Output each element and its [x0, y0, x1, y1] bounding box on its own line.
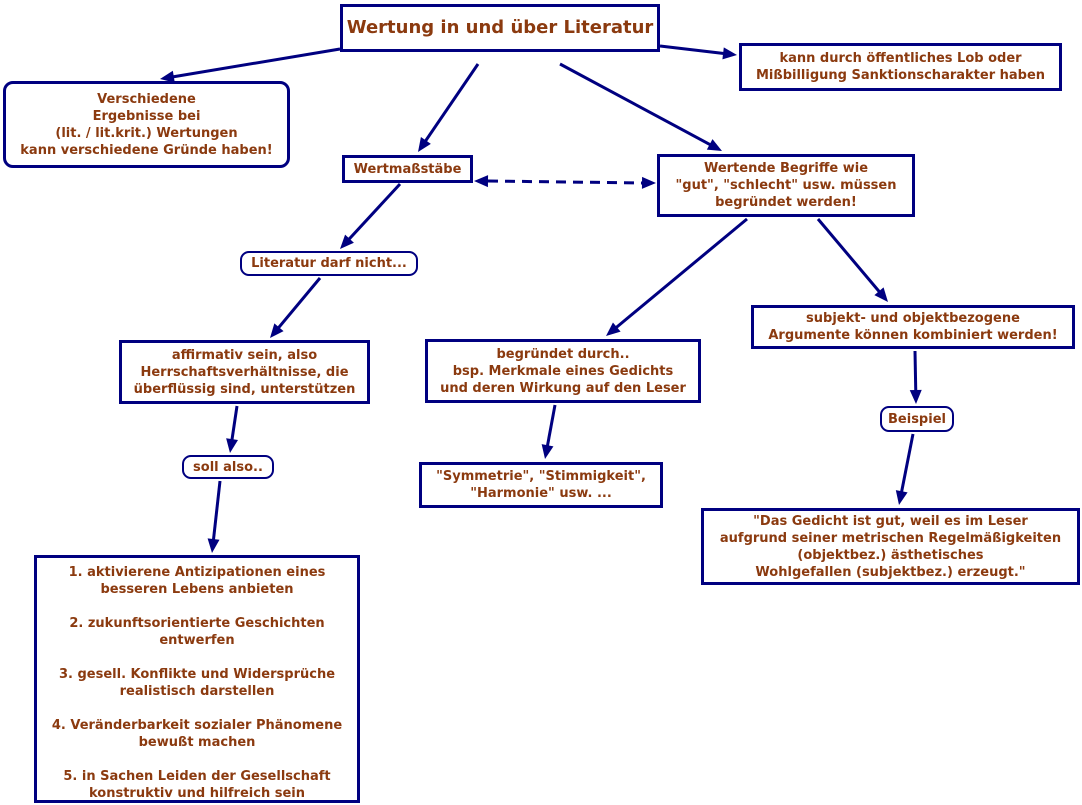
edge-wertmass-darfnicht-arrowhead	[340, 234, 354, 249]
edge-title-wertmass-arrowhead	[418, 137, 431, 152]
node-line: 5. in Sachen Leiden der Gesellschaft	[63, 769, 331, 784]
gedicht-beispiel-node: "Das Gedicht ist gut, weil es im Leser a…	[701, 508, 1080, 585]
node-line: konstruktiv und hilfreich sein	[88, 786, 305, 801]
title-node: Wertung in und über Literatur	[340, 4, 660, 52]
edge-affirm-sollalso-arrowhead	[226, 438, 238, 453]
node-line: "Das Gedicht ist gut, weil es im Leser	[753, 513, 1028, 529]
edge-begruendet-symm-arrowhead	[541, 444, 554, 459]
darf-nicht-node: Literatur darf nicht...	[240, 251, 418, 276]
edge-beispiel-gedicht	[899, 433, 915, 496]
node-line: Argumente können kombiniert werden!	[768, 328, 1058, 343]
list-item: 1. aktivierene Antizipationen eines bess…	[69, 564, 326, 598]
node-line: realistisch darstellen	[119, 684, 275, 699]
list-item: 4. Veränderbarkeit sozialer Phänomene be…	[52, 717, 342, 751]
node-line: subjekt- und objektbezogene	[806, 311, 1020, 326]
edge-title-wertmass	[422, 63, 480, 145]
node-line: Wertmaßstäbe	[353, 161, 462, 177]
node-line: affirmativ sein, also	[171, 347, 318, 363]
node-line: 4. Veränderbarkeit sozialer Phänomene	[51, 718, 343, 733]
edge-wertmass-wertende-dashed	[487, 179, 645, 185]
list-item: 2. zukunftsorientierte Geschichten entwe…	[69, 615, 324, 649]
edge-wertmass-wertende-arrowhead-right	[641, 176, 656, 189]
anforderungen-list-node: 1. aktivierene Antizipationen eines bess…	[34, 555, 360, 803]
edge-sollalso-liste-arrowhead	[207, 538, 220, 553]
edge-affirm-sollalso	[229, 405, 239, 444]
edge-title-ergebnisse-arrowhead	[160, 70, 175, 83]
node-line: aufgrund seiner metrischen Regelmäßigkei…	[719, 530, 1062, 546]
node-line: Mißbilligung Sanktionscharakter haben	[755, 68, 1046, 83]
node-line: überflüssig sind, unterstützen	[133, 381, 356, 397]
wertende-begriffe-node: Wertende Begriffe wie "gut", "schlecht" …	[657, 154, 915, 217]
edge-subjekt-beispiel-arrowhead	[909, 389, 922, 404]
node-line: "Symmetrie", "Stimmigkeit",	[436, 469, 646, 484]
ergebnisse-node: Verschiedene Ergebnisse bei (lit. / lit.…	[3, 81, 290, 168]
beispiel-node: Beispiel	[880, 406, 954, 432]
edge-darfnicht-affirm	[275, 277, 322, 332]
node-line: besseren Lebens anbieten	[100, 582, 294, 597]
edge-title-sanktion-arrowhead	[722, 47, 737, 60]
node-line: und deren Wirkung auf den Leser	[440, 380, 686, 396]
list-item: 5. in Sachen Leiden der Gesellschaft kon…	[63, 768, 330, 802]
node-line: kann verschiedene Gründe haben!	[20, 142, 273, 158]
node-line: bsp. Merkmale eines Gedichts	[452, 363, 674, 379]
edge-darfnicht-affirm-arrowhead	[270, 323, 284, 338]
node-line: Wohlgefallen (subjektbez.) erzeugt."	[755, 564, 1026, 580]
node-line: 3. gesell. Konflikte und Widersprüche	[58, 667, 336, 682]
edge-sollalso-liste	[211, 480, 222, 544]
node-line: (lit. / lit.krit.) Wertungen	[55, 125, 238, 141]
node-line: kann durch öffentliches Lob oder	[779, 51, 1022, 66]
node-line: Beispiel	[888, 411, 946, 427]
node-line: begründet werden!	[715, 195, 857, 210]
edge-title-wertende	[559, 62, 714, 148]
node-line: "Harmonie" usw. ...	[470, 486, 612, 501]
edge-wertmass-wertende-arrowhead-left	[474, 175, 489, 188]
node-line: Wertung in und über Literatur	[346, 17, 654, 38]
node-line: "gut", "schlecht" usw. müssen	[675, 178, 897, 193]
node-line: (objektbez.) ästhetisches	[797, 547, 984, 563]
node-line: 2. zukunftsorientierte Geschichten	[69, 616, 325, 631]
subjekt-objekt-node: subjekt- und objektbezogene Argumente kö…	[751, 305, 1075, 349]
sanktion-node: kann durch öffentliches Lob oder Mißbill…	[739, 43, 1062, 91]
node-line: begründet durch..	[496, 346, 630, 362]
list-item: 3. gesell. Konflikte und Widersprüche re…	[59, 666, 335, 700]
edge-beispiel-gedicht-arrowhead	[895, 490, 908, 505]
edge-subjekt-beispiel	[913, 350, 918, 395]
edge-wertende-subjekt-arrowhead	[874, 287, 888, 302]
edge-wertende-subjekt	[816, 218, 883, 296]
node-line: Ergebnisse bei	[92, 108, 201, 124]
node-line: bewußt machen	[138, 735, 256, 750]
node-line: Herrschaftsverhältnisse, die	[140, 364, 349, 380]
begruendet-node: begründet durch.. bsp. Merkmale eines Ge…	[425, 339, 701, 403]
node-line: Wertende Begriffe wie	[703, 161, 869, 176]
edge-title-ergebnisse	[169, 47, 341, 79]
node-line: entwerfen	[159, 633, 235, 648]
wertmassstaebe-node: Wertmaßstäbe	[342, 155, 473, 183]
node-line: soll also..	[193, 459, 263, 475]
edge-title-wertende-arrowhead	[706, 139, 722, 151]
node-line: Literatur darf nicht...	[251, 256, 407, 271]
node-line: Verschiedene	[97, 91, 196, 107]
edge-title-sanktion	[659, 44, 728, 56]
edge-wertmass-darfnicht	[345, 182, 402, 243]
affirmativ-node: affirmativ sein, also Herrschaftsverhält…	[119, 340, 370, 404]
edge-wertende-begruendet	[612, 217, 748, 331]
edge-wertende-begruendet-arrowhead	[606, 322, 621, 336]
edge-begruendet-symm	[545, 404, 557, 450]
node-line: 1. aktivierene Antizipationen eines	[68, 565, 326, 580]
symmetrie-node: "Symmetrie", "Stimmigkeit", "Harmonie" u…	[419, 462, 663, 508]
soll-also-node: soll also..	[182, 455, 274, 479]
